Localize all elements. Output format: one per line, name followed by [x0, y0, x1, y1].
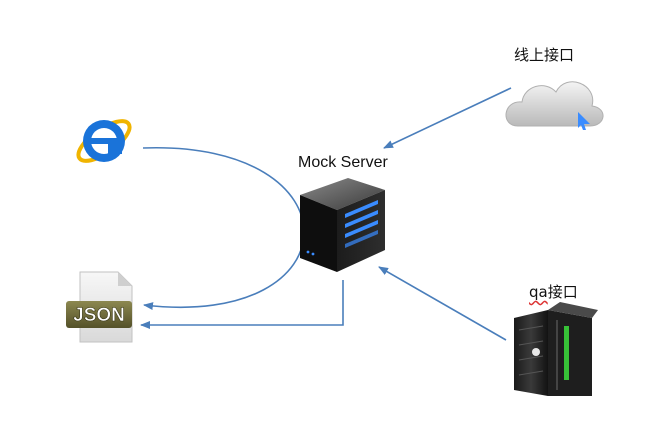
qa-api-label-prefix: qa [529, 283, 548, 301]
edge-online-to-mock [383, 87, 512, 149]
cloud-icon [505, 81, 604, 130]
server-rack-icon [514, 302, 598, 396]
edge-browser-loop-to-json [142, 147, 305, 311]
internet-explorer-icon [76, 119, 132, 163]
edge-mock-to-json [140, 280, 344, 329]
online-api-label: 线上接口 [514, 46, 575, 64]
json-file-icon: JSON [66, 271, 133, 343]
edge-qa-to-mock [378, 266, 507, 341]
qa-api-label-suffix: 接口 [547, 283, 578, 301]
mock-server-label: Mock Server [298, 154, 388, 171]
qa-api-label: qa接口 [529, 281, 578, 302]
json-badge-text: JSON [73, 305, 125, 326]
server-icon [300, 178, 385, 272]
